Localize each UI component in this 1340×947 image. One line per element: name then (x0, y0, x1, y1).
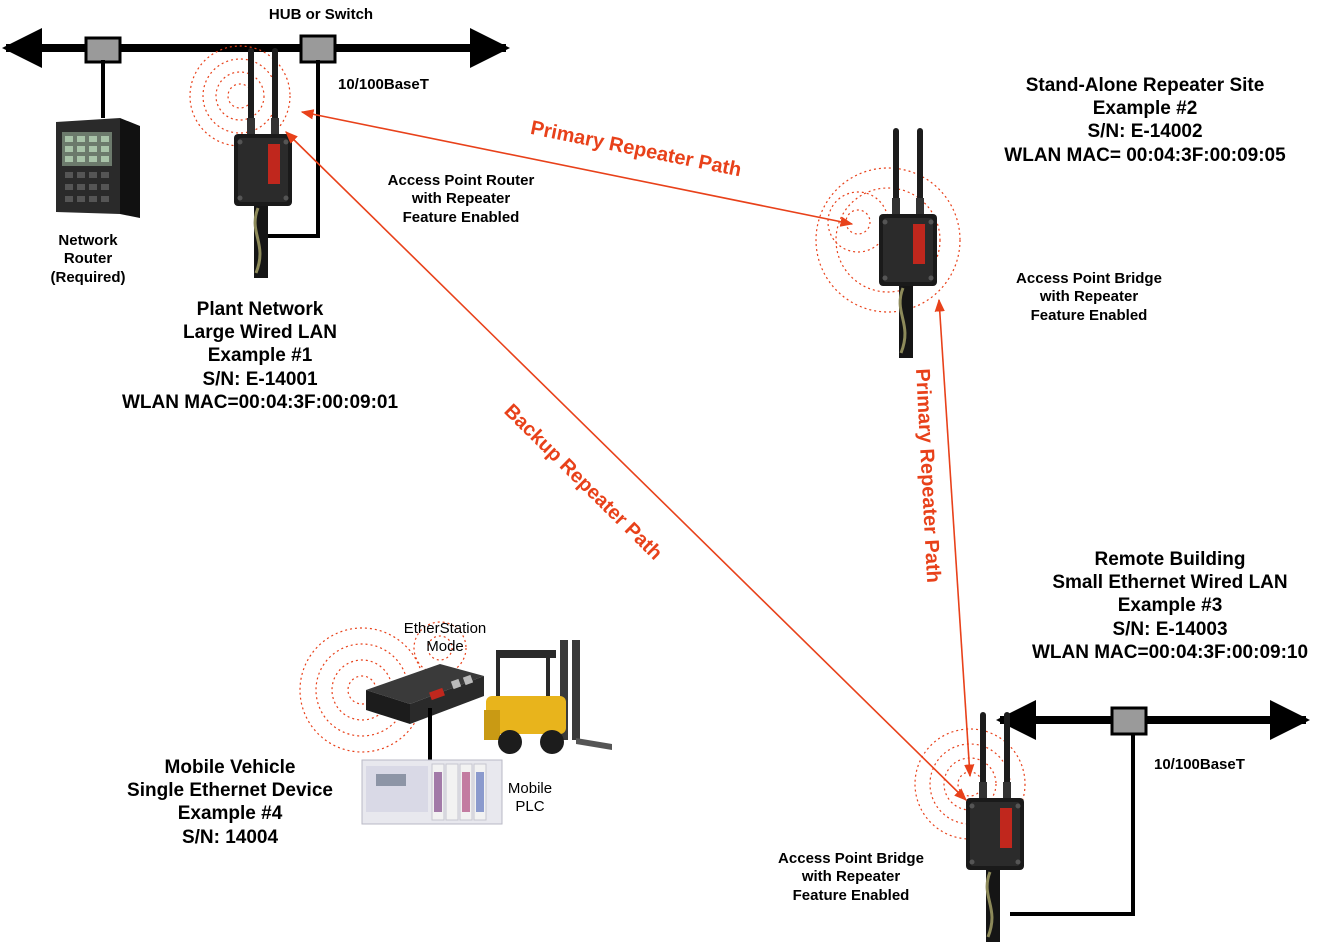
ap2-label: Access Point Bridge with Repeater Featur… (984, 270, 1194, 325)
primary-path-right-line (939, 300, 970, 776)
site1-title: Plant Network Large Wired LAN Example #1… (60, 298, 460, 414)
plc-rack (362, 760, 502, 824)
ap1-device (234, 48, 292, 278)
etherstation-device (366, 664, 484, 724)
router-tap-box (86, 38, 120, 62)
site3-speed-label: 10/100BaseT (1154, 756, 1274, 774)
mobile-plc-label: Mobile PLC (500, 780, 560, 817)
ap3-ethernet-cable (1010, 734, 1133, 914)
hub-title: HUB or Switch (246, 6, 396, 24)
ap3-device (966, 712, 1024, 942)
forklift-image (484, 640, 612, 754)
site4-title: Mobile Vehicle Single Ethernet Device Ex… (80, 756, 380, 849)
site3-title: Remote Building Small Ethernet Wired LAN… (1000, 548, 1340, 664)
remote-hub-box (1112, 708, 1146, 734)
hub-speed-label: 10/100BaseT (338, 76, 458, 94)
ap1-label: Access Point Router with Repeater Featur… (364, 172, 558, 227)
network-router-tower (56, 118, 140, 218)
site2-title: Stand-Alone Repeater Site Example #2 S/N… (950, 74, 1340, 167)
etherstation-mode-label: EtherStation Mode (382, 620, 508, 657)
ap3-label: Access Point Bridge with Repeater Featur… (746, 850, 956, 905)
hub-tap-box (301, 36, 335, 62)
router-label: Network Router (Required) (26, 232, 150, 287)
ap2-device (879, 128, 937, 358)
